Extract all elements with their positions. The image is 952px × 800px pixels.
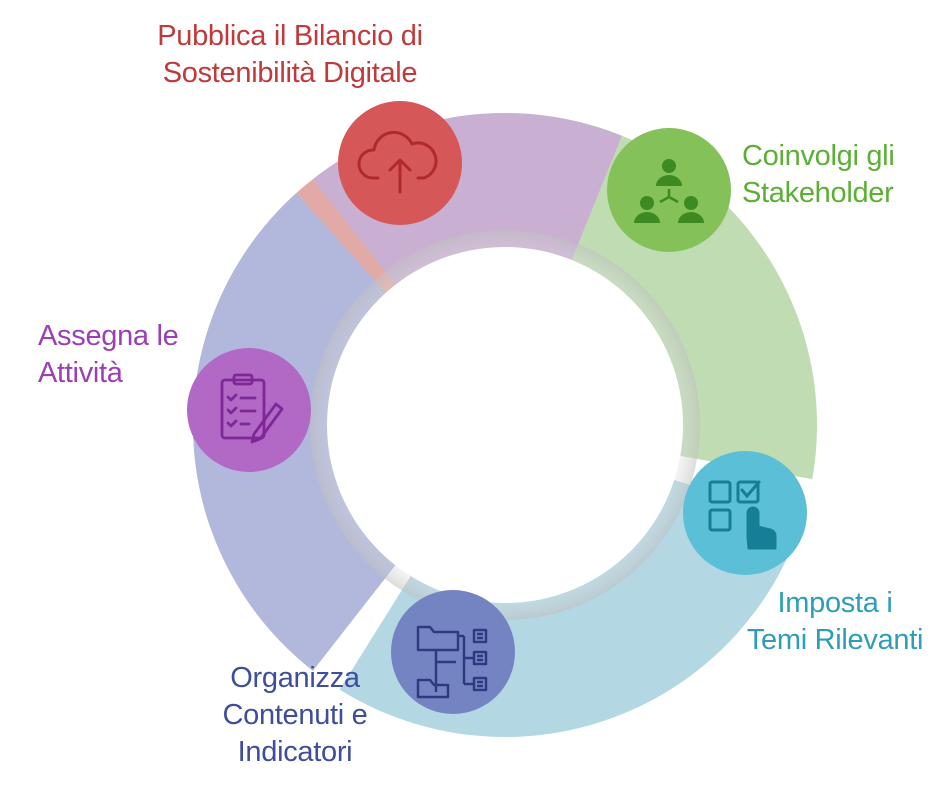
step-assegna-label: Assegna le Attività xyxy=(38,318,179,392)
step-temi-node xyxy=(683,451,807,575)
cloud-upload-icon xyxy=(357,130,438,194)
step-organizza-node xyxy=(391,590,515,714)
step-publish-label-line2: Sostenibilità Digitale xyxy=(162,57,418,89)
step-organizza-label-line2: Contenuti e xyxy=(222,699,368,731)
step-stakeholder-node xyxy=(607,128,731,252)
step-organizza-label: Organizza Contenuti e Indicatori xyxy=(205,660,385,771)
step-assegna-node xyxy=(187,348,311,472)
step-publish-label: Pubblica il Bilancio di Sostenibilità Di… xyxy=(120,18,460,92)
step-organizza-circle xyxy=(391,590,515,714)
people-network-icon xyxy=(634,159,704,223)
step-organizza-label-line1: Organizza xyxy=(230,662,360,694)
step-assegna-label-line1: Assegna le xyxy=(38,320,179,352)
clipboard-pen-icon xyxy=(220,373,284,444)
step-publish-node xyxy=(338,101,462,225)
folder-hierarchy-icon xyxy=(416,625,488,699)
step-temi-label-line1: Imposta i xyxy=(777,587,893,619)
step-stakeholder-label-line2: Stakeholder xyxy=(742,177,894,209)
checklist-touch-icon xyxy=(708,480,777,550)
step-temi-label: Imposta i Temi Rilevanti xyxy=(735,585,935,659)
step-assegna-label-line2: Attività xyxy=(38,357,123,389)
step-stakeholder-label: Coinvolgi gli Stakeholder xyxy=(742,138,895,212)
step-publish-label-line1: Pubblica il Bilancio di xyxy=(157,20,423,52)
step-stakeholder-label-line1: Coinvolgi gli xyxy=(742,140,895,172)
step-organizza-label-line3: Indicatori xyxy=(237,736,353,768)
step-temi-circle xyxy=(683,451,807,575)
inner-hole xyxy=(327,247,683,603)
step-temi-label-line2: Temi Rilevanti xyxy=(746,624,924,656)
